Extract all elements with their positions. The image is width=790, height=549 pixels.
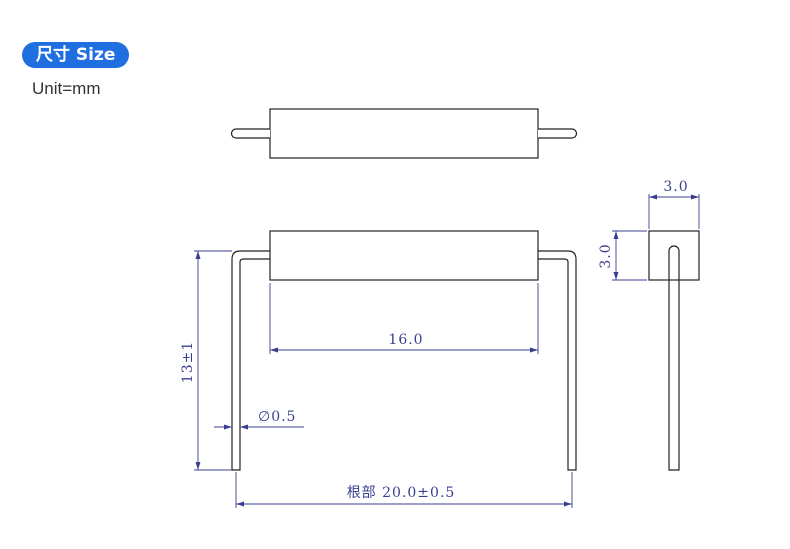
lead-height-label: 13±1	[180, 341, 196, 383]
arrowheads	[195, 194, 699, 507]
side-width-label: 3.0	[663, 179, 688, 195]
side-height-label: 3.0	[598, 243, 614, 268]
front-view	[231, 230, 577, 471]
unit-label: Unit=mm	[32, 79, 101, 98]
size-badge: 尺寸 Size	[22, 42, 130, 68]
lead-diameter-label: ∅0.5	[258, 409, 296, 425]
side-view	[648, 230, 700, 471]
body-length-label: 16.0	[388, 332, 423, 348]
top-view	[230, 108, 578, 159]
dimension-lines	[194, 194, 700, 508]
pitch-label: 根部 20.0±0.5	[347, 485, 456, 501]
